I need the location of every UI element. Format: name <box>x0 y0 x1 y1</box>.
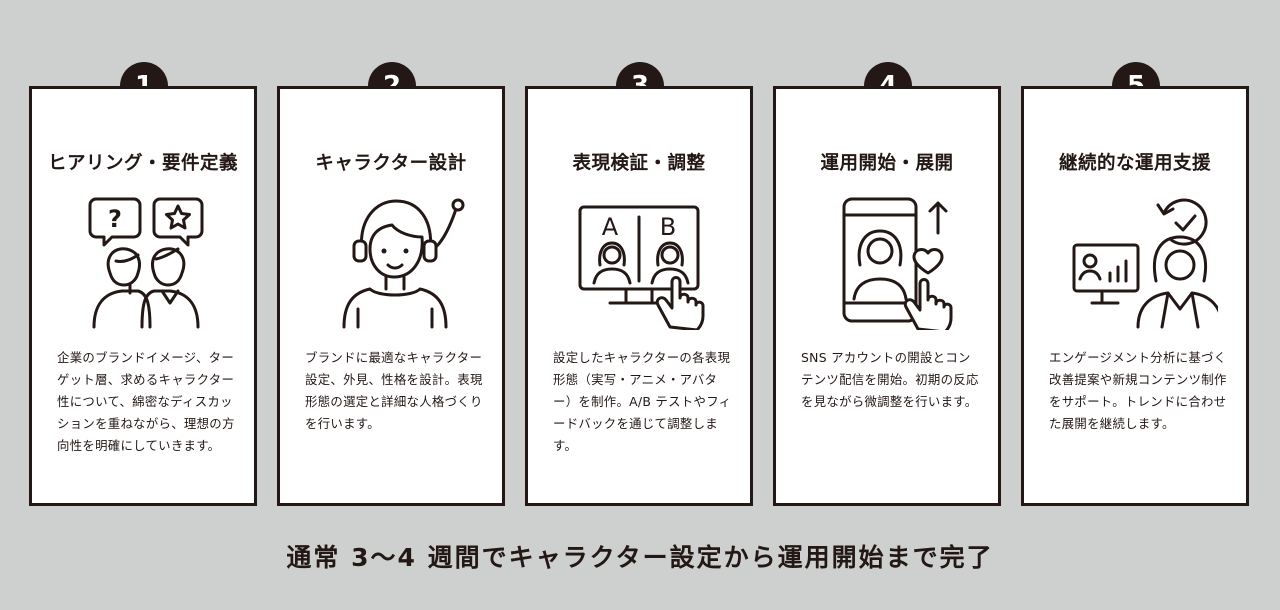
step-card-support: 継続的な運用支援 エンゲージメント分析に基づく改善提案や新規コンテンツ制作 <box>1021 86 1249 506</box>
step-description: 設定したキャラクターの各表現形態（実写・アニメ・アバター）を制作。A/B テスト… <box>553 350 732 453</box>
conversation-icon: ? <box>66 195 226 330</box>
step-title: 運用開始・展開 <box>820 153 954 174</box>
process-steps: 1 ヒアリング・要件定義 ? 企業のブランド <box>29 62 1249 506</box>
step-card-validation: 表現検証・調整 A B 設定したキャラクターの各表現形態（実写・アニメ・アバタ <box>525 86 753 506</box>
svg-text:B: B <box>660 213 676 241</box>
character-headset-icon <box>314 195 474 330</box>
ab-test-monitor-icon: A B <box>562 195 722 332</box>
step-description: SNS アカウントの開設とコンテンツ配信を開始。初期の反応を見ながら微調整を行い… <box>801 350 979 409</box>
step-card-character-design: キャラクター設計 ブランドに最適なキャラクター設定、外見 <box>277 86 505 506</box>
svg-text:A: A <box>602 213 619 241</box>
step-description: 企業のブランドイメージ、ターゲット層、求めるキャラクター性について、綿密なディス… <box>57 350 235 453</box>
step-description: エンゲージメント分析に基づく改善提案や新規コンテンツ制作をサポート。トレンドに合… <box>1049 350 1227 431</box>
support-check-icon <box>1058 195 1224 330</box>
footer-summary: 通常 3〜4 週間でキャラクター設定から運用開始まで完了 <box>286 543 994 572</box>
step-title: 継続的な運用支援 <box>1058 153 1211 174</box>
step-title: キャラクター設計 <box>315 153 467 174</box>
step-card-launch: 運用開始・展開 SNS アカウントの開設とコンテンツ配信を開始。初期の反応を見な… <box>773 86 1001 506</box>
step-title: 表現検証・調整 <box>572 153 706 174</box>
smartphone-like-icon <box>810 195 970 334</box>
step-title: ヒアリング・要件定義 <box>47 153 238 174</box>
svg-text:?: ? <box>108 205 122 233</box>
step-description: ブランドに最適なキャラクター設定、外見、性格を設計。表現形態の選定と詳細な人格づ… <box>305 350 483 431</box>
step-card-hearing: ヒアリング・要件定義 ? 企業のブランドイメージ、ターゲッ <box>29 86 257 506</box>
